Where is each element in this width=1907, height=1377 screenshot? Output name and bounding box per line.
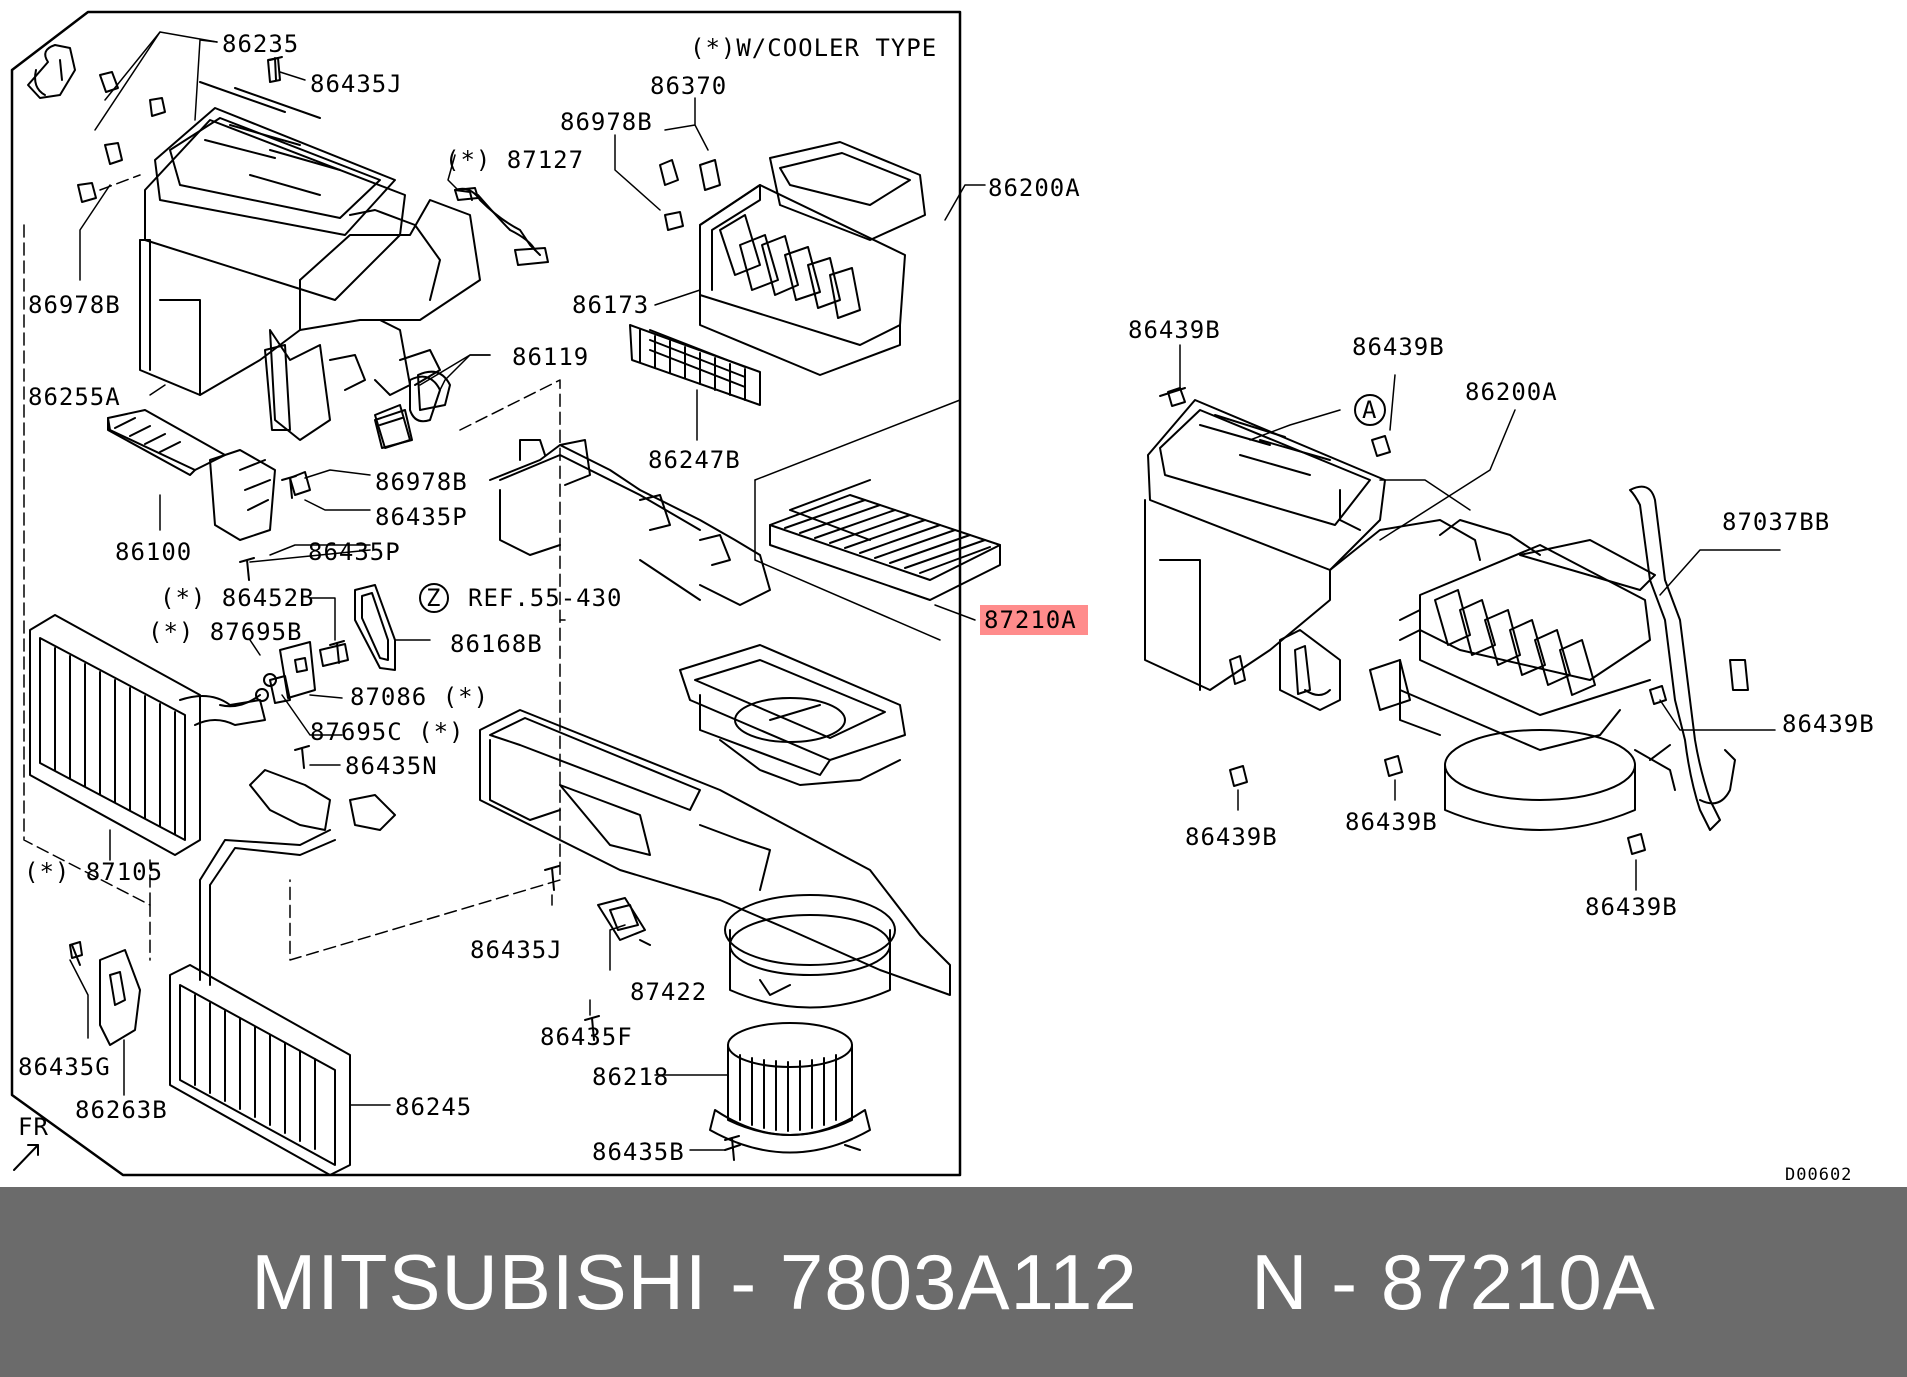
part-87105 (29, 614, 291, 856)
label-87210A: 87210A (984, 606, 1077, 634)
label-r87037BB: 87037BB (1722, 508, 1830, 536)
label-cooler-note: (*)W/COOLER TYPE (690, 34, 937, 62)
label-r86200A: 86200A (1465, 378, 1558, 406)
label-FR: FR (18, 1113, 49, 1141)
label-87422: 87422 (630, 978, 707, 1006)
label-r86439B-3: 86439B (1782, 710, 1875, 738)
footer-part-number: MITSUBISHI - 7803A112 N - 87210A (251, 1237, 1656, 1326)
label-86435P-b: 86435P (308, 538, 401, 566)
label-r86439B-5: 86439B (1345, 808, 1438, 836)
label-86452B: (*) 86452B (160, 584, 315, 612)
part-86168B (354, 584, 396, 671)
text-labels: (*)W/COOLER TYPE 86235 86435J (*) 87127 … (18, 30, 1875, 1185)
label-86978B-a: 86978B (560, 108, 653, 136)
part-86245 (169, 769, 396, 1176)
label-Z: Z (426, 584, 441, 612)
label-86173: 86173 (572, 291, 649, 319)
ref-bracket (489, 439, 771, 606)
main-frame (10, 10, 962, 1177)
parts-diagram: (*)W/COOLER TYPE 86235 86435J (*) 87127 … (10, 10, 1875, 1185)
label-86235: 86235 (222, 30, 299, 58)
label-86168B: 86168B (450, 630, 543, 658)
a-circle (1354, 394, 1386, 426)
part-86218 (709, 1022, 871, 1154)
label-86263B: 86263B (75, 1096, 168, 1124)
blower-housing (679, 644, 906, 786)
label-86218: 86218 (592, 1063, 669, 1091)
label-86119: 86119 (512, 343, 589, 371)
case-upper-left (27, 44, 549, 449)
assembled-unit (1144, 387, 1749, 855)
label-rA: A (1362, 396, 1377, 424)
label-87127: (*) 87127 (445, 146, 584, 174)
label-87086: 87086 (*) (350, 683, 489, 711)
label-86435J-top: 86435J (310, 70, 403, 98)
fr-arrow (13, 1144, 39, 1171)
label-86435J-bot: 86435J (470, 936, 563, 964)
part-87210A (754, 399, 1001, 641)
part-86263B (69, 941, 141, 1046)
diagram-svg: (*)W/COOLER TYPE 86235 86435J (*) 87127 … (10, 10, 1875, 1185)
label-86200A-main: 86200A (988, 174, 1081, 202)
leader-lines (69, 31, 986, 1151)
dashed-group-lines (23, 174, 566, 961)
lower-housing (479, 709, 951, 1009)
label-87695C: 87695C (*) (310, 718, 465, 746)
highlight-box (980, 605, 1088, 635)
label-86435P-a: 86435P (375, 503, 468, 531)
label-r86439B-2: 86439B (1352, 333, 1445, 361)
label-86435F: 86435F (540, 1023, 633, 1051)
label-r86439B-4: 86439B (1185, 823, 1278, 851)
case-upper-middle (629, 141, 926, 406)
part-87422 (597, 897, 651, 946)
label-r86439B-6: 86439B (1585, 893, 1678, 921)
label-86247B: 86247B (648, 446, 741, 474)
part-86119 (374, 375, 441, 449)
label-86370: 86370 (650, 72, 727, 100)
label-87105: (*) 87105 (24, 858, 163, 886)
footer-bar: MITSUBISHI - 7803A112 N - 87210A (0, 1187, 1907, 1377)
part-86100 (107, 409, 311, 541)
label-86978B-b: 86978B (28, 291, 121, 319)
label-86435G: 86435G (18, 1053, 111, 1081)
right-leader-lines (1179, 344, 1781, 891)
label-86435N: 86435N (345, 752, 438, 780)
part-87086 (255, 641, 349, 702)
screws (71, 56, 740, 1161)
label-86100: 86100 (115, 538, 192, 566)
label-86255A: 86255A (28, 383, 121, 411)
label-86978B-c: 86978B (375, 468, 468, 496)
label-86245: 86245 (395, 1093, 472, 1121)
label-86435B: 86435B (592, 1138, 685, 1166)
label-ref: REF.55-430 (468, 584, 623, 612)
z-circle (419, 583, 449, 613)
label-r86439B-1: 86439B (1128, 316, 1221, 344)
label-87695B: (*) 87695B (148, 618, 303, 646)
label-dcode: D00602 (1785, 1165, 1852, 1185)
part-87127 (454, 187, 536, 251)
